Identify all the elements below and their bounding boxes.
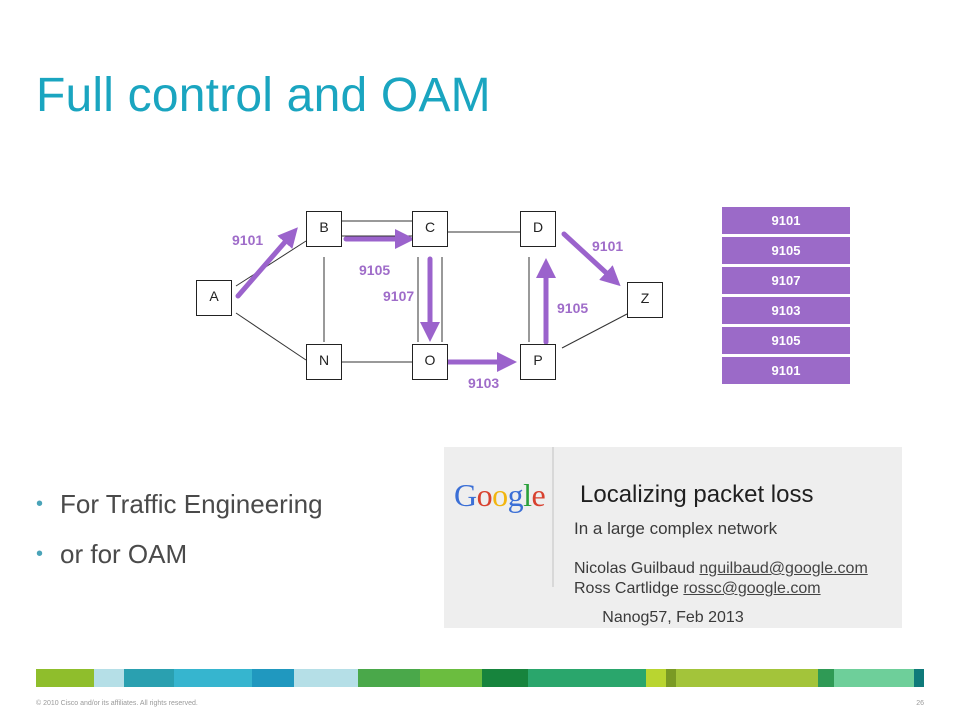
path-label: 9107 (383, 288, 415, 304)
author-email[interactable]: nguilbaud@google.com (699, 560, 868, 577)
bullet-item: • For Traffic Engineering (36, 486, 323, 536)
stack-label: 9107 (722, 267, 850, 294)
footer-segment (294, 669, 358, 687)
footer-segment (36, 669, 94, 687)
footer-segment (482, 669, 528, 687)
stack-label: 9101 (722, 357, 850, 384)
footer-color-bar (36, 669, 924, 687)
node-a: A (196, 280, 232, 316)
bullet-text: For Traffic Engineering (60, 489, 323, 519)
path-arrows (235, 227, 621, 372)
stack-label: 9101 (722, 207, 850, 234)
bullet-dot-icon: • (36, 493, 44, 515)
stack-label: 9105 (722, 237, 850, 264)
author-name: Nicolas Guilbaud (574, 560, 695, 577)
google-logo: Google (454, 477, 546, 514)
page-number: 26 (916, 700, 924, 707)
logo-letter: l (523, 477, 532, 513)
divider (552, 447, 554, 587)
footer-segment (666, 669, 676, 687)
bullet-text: or for OAM (60, 539, 188, 569)
footer-segment (646, 669, 666, 687)
edge-a-n (235, 312, 307, 361)
logo-letter: e (531, 477, 546, 513)
logo-letter: o (492, 477, 508, 513)
stack-label: 9103 (722, 297, 850, 324)
bullet-list: • For Traffic Engineering • or for OAM (36, 486, 323, 586)
node-c: C (412, 211, 448, 247)
path-label: 9103 (468, 375, 500, 391)
footer-segment (818, 669, 834, 687)
edge-p-z (561, 313, 628, 349)
node-n: N (306, 344, 342, 380)
footer-segment (528, 669, 646, 687)
author-name: Ross Cartlidge (574, 580, 679, 597)
paper-subtitle: In a large complex network (574, 519, 778, 538)
node-p: P (520, 344, 556, 380)
slide-title: Full control and OAM (36, 69, 491, 122)
arrow-a-b (235, 227, 298, 299)
footer-segment (358, 669, 420, 687)
path-label: 9101 (232, 232, 264, 248)
footer-segment (94, 669, 124, 687)
logo-letter: G (454, 477, 477, 513)
paper-reference: Google Localizing packet loss In a large… (444, 447, 902, 628)
footer-segment (676, 669, 818, 687)
path-label: 9105 (359, 262, 391, 278)
copyright-text: © 2010 Cisco and/or its affiliates. All … (36, 700, 198, 707)
paper-title: Localizing packet loss (580, 481, 814, 508)
logo-letter: g (507, 477, 524, 513)
footer-segment (124, 669, 174, 687)
path-label: 9105 (557, 300, 589, 316)
stack-label: 9105 (722, 327, 850, 354)
node-o: O (412, 344, 448, 380)
label-stack: 9101 9105 9107 9103 9105 9101 (722, 207, 850, 387)
footer-segment (834, 669, 914, 687)
node-b: B (306, 211, 342, 247)
paper-author: Ross Cartlidge rossc@google.com (574, 580, 821, 598)
paper-venue: Nanog57, Feb 2013 (602, 609, 744, 626)
node-z: Z (627, 282, 663, 318)
topology-edges (235, 220, 628, 363)
arrow-d-z (561, 231, 621, 287)
footer-segment (420, 669, 482, 687)
footer-segment (914, 669, 924, 687)
paper-author: Nicolas Guilbaud nguilbaud@google.com (574, 560, 868, 578)
footer-segment (252, 669, 294, 687)
bullet-item: • or for OAM (36, 536, 323, 586)
node-d: D (520, 211, 556, 247)
author-email[interactable]: rossc@google.com (683, 580, 821, 597)
bullet-dot-icon: • (36, 543, 44, 565)
footer-segment (174, 669, 252, 687)
path-label: 9101 (592, 238, 624, 254)
logo-letter: o (476, 477, 493, 513)
